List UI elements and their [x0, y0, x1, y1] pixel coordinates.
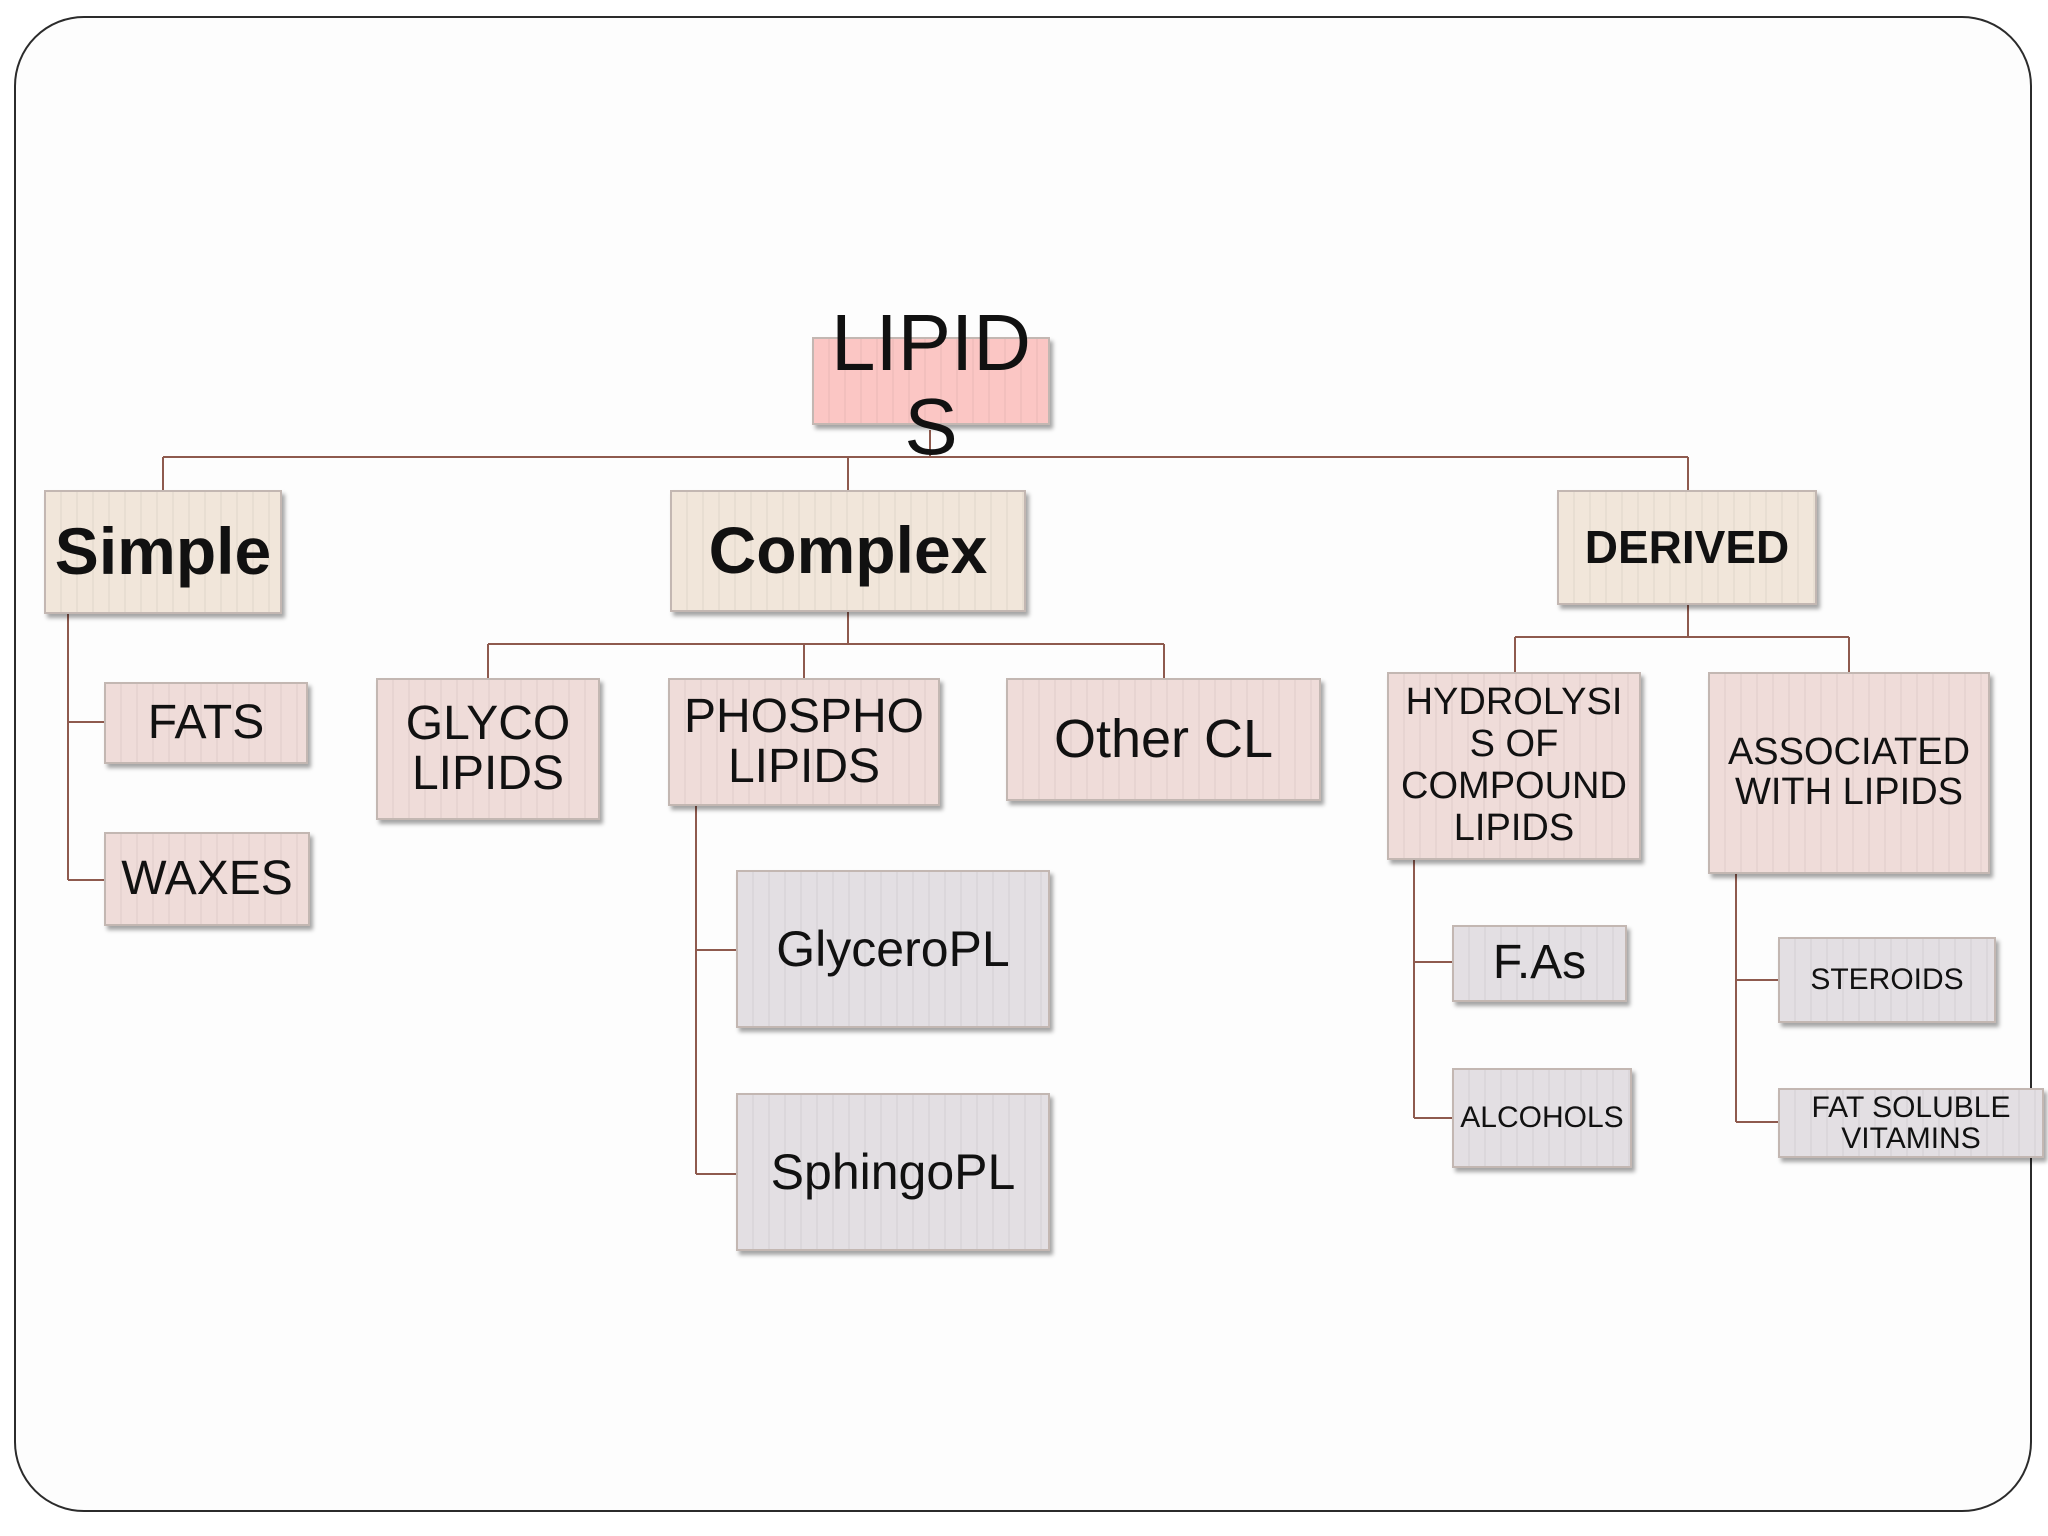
- node-sphingopl: SphingoPL: [736, 1093, 1050, 1251]
- category-derived: DERIVED: [1557, 490, 1817, 605]
- node-other-cl: Other CL: [1006, 678, 1321, 801]
- node-phospho-lipids-label: PHOSPHO LIPIDS: [683, 689, 925, 793]
- category-simple-label: Simple: [54, 514, 272, 589]
- node-fas: F.As: [1452, 925, 1627, 1002]
- node-sphingopl-label: SphingoPL: [770, 1143, 1016, 1200]
- connector-complex-bus: [487, 612, 1165, 678]
- node-waxes-label: WAXES: [121, 851, 293, 905]
- node-glyceropl-label: GlyceroPL: [776, 920, 1010, 977]
- node-other-cl-label: Other CL: [1053, 709, 1274, 770]
- category-complex: Complex: [670, 490, 1026, 612]
- node-associated-label: ASSOCIATED WITH LIPIDS: [1727, 731, 1971, 813]
- root-label: LIPID S: [830, 298, 1032, 471]
- node-glyco-lipids: GLYCO LIPIDS: [376, 678, 600, 820]
- connector-simple-children: [67, 614, 104, 881]
- node-alcohols: ALCOHOLS: [1452, 1068, 1632, 1168]
- connector-derived-bus: [1514, 605, 1850, 672]
- node-phospho-lipids: PHOSPHO LIPIDS: [668, 678, 940, 806]
- category-derived-label: DERIVED: [1584, 521, 1790, 574]
- node-alcohols-label: ALCOHOLS: [1460, 1101, 1624, 1135]
- node-steroids-label: STEROIDS: [1810, 963, 1964, 997]
- node-hydrolysis-label: HYDROLYSI S OF COMPOUND LIPIDS: [1401, 681, 1627, 849]
- node-fats-label: FATS: [147, 695, 265, 749]
- node-fat-soluble-vitamins: FAT SOLUBLE VITAMINS: [1778, 1088, 2044, 1158]
- node-associated-with-lipids: ASSOCIATED WITH LIPIDS: [1708, 672, 1990, 874]
- node-glyco-lipids-label: GLYCO LIPIDS: [405, 696, 571, 800]
- node-fats: FATS: [104, 682, 308, 764]
- connector-hydrolysis-children: [1413, 860, 1452, 1119]
- node-glyceropl: GlyceroPL: [736, 870, 1050, 1028]
- node-waxes: WAXES: [104, 832, 310, 926]
- category-simple: Simple: [44, 490, 282, 614]
- node-fas-label: F.As: [1492, 936, 1587, 990]
- node-fat-soluble-vitamins-label: FAT SOLUBLE VITAMINS: [1811, 1090, 2011, 1155]
- node-hydrolysis-compound-lipids: HYDROLYSI S OF COMPOUND LIPIDS: [1387, 672, 1641, 860]
- root-node-lipids: LIPID S: [812, 301, 1050, 469]
- connector-phospho-children: [695, 806, 736, 1175]
- category-complex-label: Complex: [708, 513, 988, 588]
- node-steroids: STEROIDS: [1778, 937, 1996, 1023]
- connector-associated-children: [1735, 874, 1778, 1123]
